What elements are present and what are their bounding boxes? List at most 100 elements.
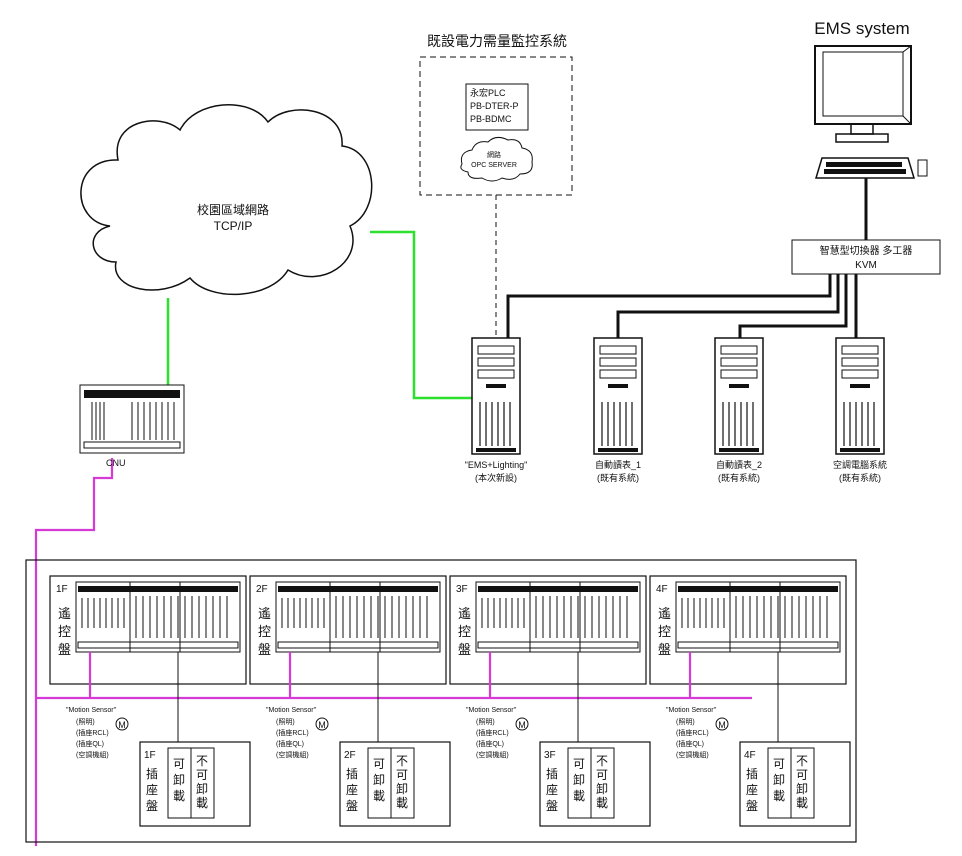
plc-rack-top [478, 586, 638, 592]
control-panel-label-char: 盤 [58, 642, 71, 657]
non-sheddable-load-char: 載 [796, 796, 808, 810]
non-sheddable-load-char: 可 [196, 768, 208, 782]
non-sheddable-load-char: 可 [396, 768, 408, 782]
sheddable-load-char: 卸 [173, 772, 185, 787]
control-panel-label-char: 控 [458, 624, 471, 639]
kvm-label-2: KVM [855, 260, 877, 271]
server-drive-bay [477, 345, 515, 355]
non-sheddable-load-char: 載 [396, 796, 408, 810]
control-panel-label-char: 盤 [458, 642, 471, 657]
plc-label-1: 永宏PLC [470, 87, 506, 98]
server-tower-icon [471, 337, 521, 455]
server-power-led [729, 384, 749, 388]
meter-point-label: (照明) [676, 718, 695, 726]
cnu-fieldbus-link [34, 458, 114, 846]
socket-panel-floor-label: 3F [544, 750, 556, 761]
plc-rack-top [678, 586, 838, 592]
sheddable-load-char: 載 [573, 789, 585, 803]
server-base [719, 448, 759, 452]
campus-network-label: 校園區域網路 [197, 202, 269, 217]
monitor-icon [814, 45, 912, 143]
server-drive-bay [841, 345, 879, 355]
meter-point-label: (插座RCL) [476, 728, 509, 737]
network-ems-server-link [370, 230, 478, 400]
server-tower-icon [593, 337, 643, 455]
meter-point-label: (照明) [276, 718, 295, 726]
meter-point-label: (插座RCL) [676, 728, 709, 737]
server-label: 自動讀表_2 [716, 459, 762, 470]
meter-title: "Motion Sensor" [666, 707, 717, 714]
server-drive-bay [477, 369, 515, 379]
server-tower-icon [835, 337, 885, 455]
plc-label-3: PB-BDMC [470, 114, 512, 124]
plc-box [465, 83, 529, 131]
ems-system-title: EMS system [814, 19, 909, 38]
opc-cloud-label-2: OPC SERVER [471, 162, 517, 169]
control-panel-label-char: 盤 [258, 642, 271, 657]
server-drive-bay [841, 357, 879, 367]
kvm-server-1-link [506, 274, 832, 338]
plc-label-2: PB-DTER-P [470, 101, 519, 111]
socket-panel-floor-label: 2F [344, 750, 356, 761]
socket-panel-label-char: 插 [746, 767, 758, 781]
non-sheddable-load-char: 卸 [796, 781, 808, 796]
meter-point-label: (插座QL) [676, 739, 704, 748]
motor-icon-letter: M [318, 720, 326, 730]
existing-system-title: 既設電力需量監控系統 [427, 33, 567, 49]
server-drive-bay [477, 357, 515, 367]
meter-point-label: (插座RCL) [276, 728, 309, 737]
non-sheddable-load-char: 不 [396, 754, 408, 768]
plc-rack-bottom [677, 641, 839, 649]
plc-rack-bottom [77, 641, 239, 649]
kvm-server-3-link [738, 274, 848, 338]
server-status: (既有系統) [597, 472, 639, 483]
control-panel-label-char: 遙 [258, 606, 271, 621]
campus-network-cloud: 校園區域網路 TCP/IP [80, 104, 373, 296]
meter-point-label: (空調機組) [76, 750, 109, 759]
opc-cloud-label-1: 網路 [487, 150, 501, 159]
server-tower-3: 自動讀表_2(既有系統) [714, 337, 764, 483]
opc-cloud-icon [460, 136, 533, 182]
meter-title: "Motion Sensor" [466, 707, 517, 714]
campus-network-protocol: TCP/IP [214, 219, 253, 233]
socket-panel-label-char: 盤 [546, 799, 558, 813]
meter-point-label: (空調機組) [676, 750, 709, 759]
socket-panel-label-char: 盤 [146, 799, 158, 813]
server-drive-bay [599, 369, 637, 379]
server-drive-bay [599, 345, 637, 355]
servers: "EMS+Lighting"(本次新設)自動讀表_1(既有系統)自動讀表_2(既… [465, 337, 887, 483]
socket-panel-floor-label: 4F [744, 750, 756, 761]
server-status: (本次新設) [475, 472, 517, 483]
socket-panel-label-char: 插 [546, 767, 558, 781]
motor-icon [715, 717, 729, 731]
sheddable-load-char: 可 [173, 757, 185, 771]
motor-icon [515, 717, 529, 731]
meter-point-label: (空調機組) [476, 750, 509, 759]
server-base [476, 448, 516, 452]
server-label: 空調電腦系統 [833, 459, 887, 470]
meter-point-label: (插座QL) [476, 739, 504, 748]
meter-point-label: (照明) [76, 718, 95, 726]
ems-system: EMS system [814, 19, 928, 179]
control-panel-floor-label: 3F [456, 584, 468, 595]
meter-title: "Motion Sensor" [66, 707, 117, 714]
control-panel-label-char: 控 [58, 624, 71, 639]
sheddable-load-char: 卸 [773, 772, 785, 787]
meter-point-label: (插座RCL) [76, 728, 109, 737]
keyboard-icon [814, 157, 928, 179]
server-drive-bay [599, 357, 637, 367]
meter-point-label: (空調機組) [276, 750, 309, 759]
non-sheddable-load-char: 可 [596, 768, 608, 782]
sheddable-load-char: 可 [373, 757, 385, 771]
non-sheddable-load-char: 載 [596, 796, 608, 810]
motor-icon-letter: M [118, 720, 126, 730]
server-tower-icon [714, 337, 764, 455]
server-tower-1: "EMS+Lighting"(本次新設) [465, 337, 527, 483]
control-panel-label-char: 控 [658, 624, 671, 639]
plc-rack-bottom [277, 641, 439, 649]
